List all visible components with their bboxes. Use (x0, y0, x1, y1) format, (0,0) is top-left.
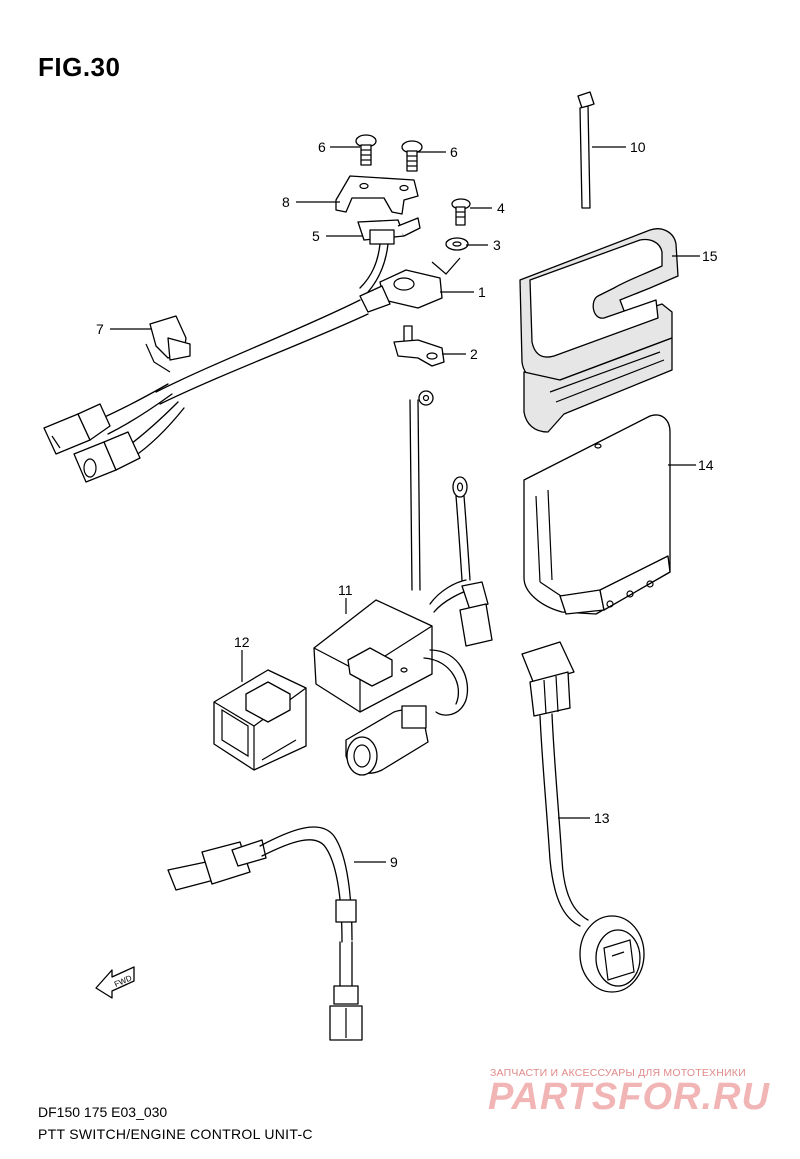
callout-6-right: 6 (450, 144, 458, 160)
cover-15[interactable] (519, 228, 679, 433)
fwd-arrow-icon: FWD (95, 966, 135, 999)
assembly-line (431, 257, 461, 275)
figure-subtitle: PTT SWITCH/ENGINE CONTROL UNIT-C (38, 1126, 313, 1142)
watermark-brand: PARTSFOR.RU (488, 1076, 770, 1118)
relay-12[interactable] (313, 390, 493, 776)
relay-box-13[interactable] (213, 669, 307, 771)
cable-tie-11[interactable] (577, 91, 595, 209)
screw-6-left[interactable] (355, 134, 377, 166)
callout-14: 14 (698, 457, 714, 473)
main-harness[interactable] (97, 299, 369, 459)
leader-lines (110, 146, 700, 863)
callout-7: 7 (96, 321, 104, 337)
harness-connector-b[interactable] (73, 431, 141, 483)
callout-8: 8 (282, 194, 290, 210)
callout-1: 1 (478, 284, 486, 300)
callout-10: 9 (390, 854, 398, 870)
harness-connector-a[interactable] (43, 403, 111, 455)
callout-9: 13 (594, 810, 610, 826)
callout-2: 2 (470, 346, 478, 362)
harness-10[interactable] (167, 826, 363, 1041)
callout-3: 3 (493, 237, 501, 253)
figure-title: FIG.30 (38, 52, 121, 82)
ecu-14[interactable] (523, 414, 671, 615)
screw-6-right[interactable] (401, 140, 423, 172)
callout-5: 5 (312, 228, 320, 244)
sensor-1[interactable] (359, 269, 443, 313)
watermark-tagline: ЗАПЧАСТИ И АКСЕССУАРЫ ДЛЯ МОТОТЕХНИКИ (490, 1067, 746, 1079)
harness-9[interactable] (521, 641, 645, 993)
callout-12: 11 (338, 582, 353, 598)
callout-4: 4 (497, 200, 505, 216)
callout-15: 15 (702, 248, 718, 264)
bracket-8[interactable] (335, 175, 419, 215)
callout-13: 12 (234, 634, 250, 650)
lever-2[interactable] (393, 325, 445, 367)
bolt-4[interactable] (451, 198, 471, 226)
model-code: DF150 175 E03_030 (38, 1104, 168, 1120)
washer-3[interactable] (445, 237, 469, 251)
callout-6-left: 6 (318, 139, 326, 155)
callout-11: 10 (630, 139, 646, 155)
ptt-switch-5[interactable] (357, 217, 421, 293)
clip-7[interactable] (145, 315, 191, 373)
